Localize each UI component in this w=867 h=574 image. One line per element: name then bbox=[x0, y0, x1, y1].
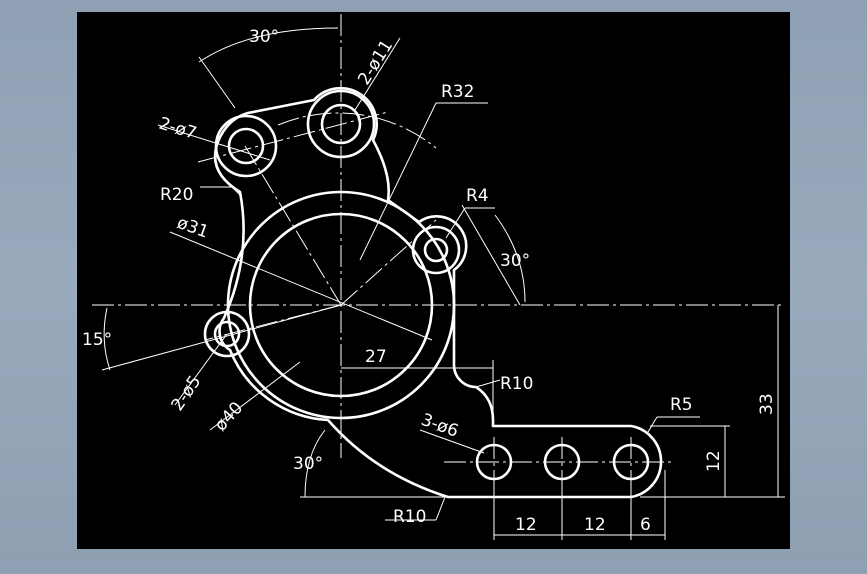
label-dim-33: 33 bbox=[757, 393, 777, 415]
hole-d11-inner bbox=[320, 103, 362, 145]
bore-circle-d31 bbox=[248, 212, 434, 398]
label-holes-7: 2-ø7 bbox=[157, 114, 199, 144]
part-outline bbox=[203, 86, 663, 499]
label-d31: ø31 bbox=[174, 213, 211, 243]
label-dim-12-vertical: 12 bbox=[704, 450, 724, 472]
main-body-outline bbox=[213, 86, 663, 499]
label-r10-upper: R10 bbox=[500, 374, 533, 394]
hole-d5-inner bbox=[213, 320, 241, 348]
label-r5: R5 bbox=[670, 395, 693, 415]
label-dim-6: 6 bbox=[640, 515, 651, 535]
hole-d5-outer bbox=[203, 310, 251, 358]
label-r4: R4 bbox=[466, 186, 489, 206]
dimension-lines bbox=[101, 27, 785, 540]
hole-r4-outer bbox=[411, 225, 461, 275]
label-r10-lower: R10 bbox=[393, 507, 426, 527]
label-dim-12-b: 12 bbox=[584, 515, 606, 535]
label-holes-5: 2-ø5 bbox=[168, 372, 206, 415]
label-holes-11: 2-ø11 bbox=[354, 37, 397, 89]
slot-hole-2 bbox=[543, 443, 581, 481]
hole-r4-inner bbox=[423, 237, 449, 263]
label-angle-bottom: 30° bbox=[293, 454, 323, 474]
label-angle-top: 30° bbox=[249, 27, 279, 47]
label-dim-12-a: 12 bbox=[515, 515, 537, 535]
cad-drawing-viewport[interactable]: 30° 2-ø11 R32 2-ø7 R20 R4 ø31 30° 15° 27… bbox=[77, 12, 790, 549]
hole-d7-outer bbox=[214, 114, 278, 178]
mechanical-part-drawing: 30° 2-ø11 R32 2-ø7 R20 R4 ø31 30° 15° 27… bbox=[82, 14, 785, 540]
hole-d11-outer bbox=[306, 89, 376, 159]
boss-circle-d40 bbox=[226, 190, 456, 420]
slot-hole-1 bbox=[475, 443, 513, 481]
hole-d7-inner bbox=[227, 127, 265, 165]
label-dim-27: 27 bbox=[365, 347, 387, 367]
slot-hole-3 bbox=[612, 443, 650, 481]
label-r20: R20 bbox=[160, 185, 193, 205]
label-d40: ø40 bbox=[211, 398, 247, 435]
label-r32: R32 bbox=[441, 82, 474, 102]
label-angle-right: 30° bbox=[500, 251, 530, 271]
label-angle-15: 15° bbox=[82, 330, 112, 350]
